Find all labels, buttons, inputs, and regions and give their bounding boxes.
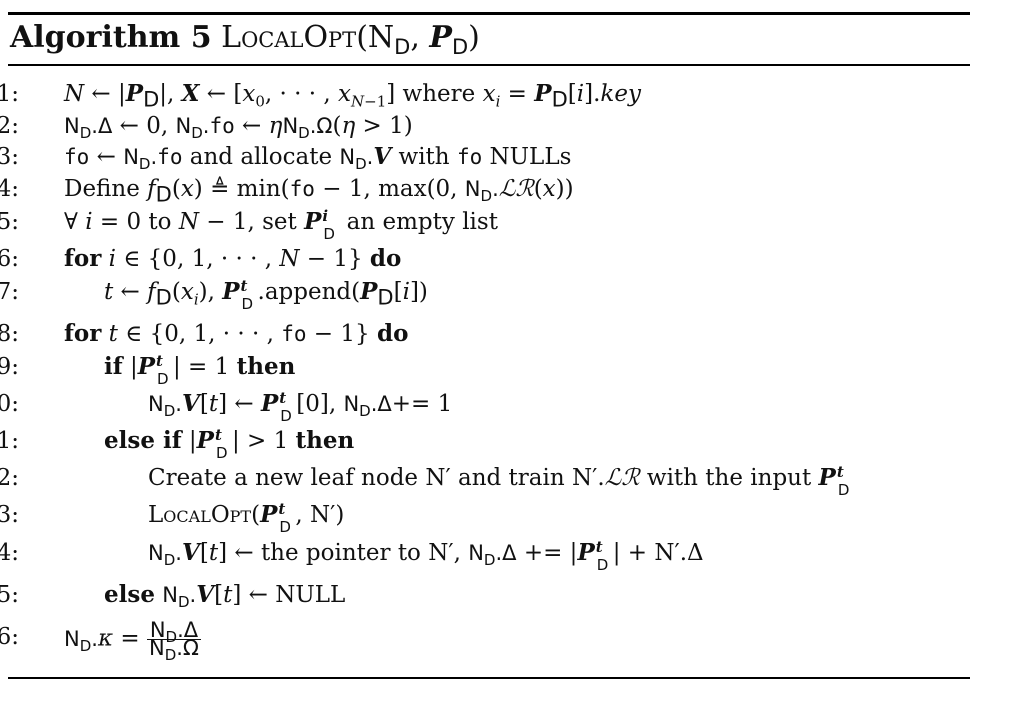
to-text: to xyxy=(148,209,172,235)
algo-line-4: 4: Define fD(x) ≜ min(fo − 1, max(0, ND.… xyxy=(0,174,1000,210)
then-keyword: then xyxy=(236,353,296,380)
line-code: else ND.V[t] ← NULL xyxy=(104,581,346,612)
algo-line-11: 11: else if |PtD| > 1 then xyxy=(0,426,1000,462)
algorithm-title: Algorithm 5 LocalOpt(ND, PD) xyxy=(10,18,480,58)
do-keyword: do xyxy=(369,245,402,272)
for-keyword: for xyxy=(64,320,102,347)
top-rule xyxy=(8,12,970,15)
where-keyword: where xyxy=(402,81,476,107)
algo-line-10: 10: ND.V[t] ← PtD[0], ND.Δ+= 1 xyxy=(0,389,1000,425)
line-number: 5: xyxy=(0,209,19,235)
line-number: 16: xyxy=(0,624,19,650)
create-leaf-text: Create a new leaf node N′ and train N′. xyxy=(148,465,605,491)
algorithm-label: Algorithm 5 xyxy=(10,20,212,55)
line-code: for i ∈ {0, 1, · · · , N − 1} do xyxy=(64,245,402,272)
line-number: 12: xyxy=(0,465,19,491)
algorithm-args: (ND, PD) xyxy=(356,20,480,59)
bottom-rule xyxy=(8,677,970,679)
algo-line-2: 2: ND.Δ ← 0, ND.fo ← ηND.Ω(η > 1) xyxy=(0,111,1000,147)
algo-line-16: 16: ND.κ = ND.ΔND.Ω xyxy=(0,618,1000,666)
line-number: 14: xyxy=(0,540,19,566)
line-code: Define fD(x) ≜ min(fo − 1, max(0, ND.ℒℛ(… xyxy=(64,176,574,207)
define-text: Define xyxy=(64,176,140,202)
for-keyword: for xyxy=(64,245,102,272)
and-allocate-text: and allocate xyxy=(189,144,333,170)
algo-line-6: 6: for i ∈ {0, 1, · · · , N − 1} do xyxy=(0,244,1000,280)
line-number: 3: xyxy=(0,144,19,170)
algo-line-15: 15: else ND.V[t] ← NULL xyxy=(0,580,1000,616)
line-code: Create a new leaf node N′ and train N′.ℒ… xyxy=(148,463,850,499)
line-code: ND.Δ ← 0, ND.fo ← ηND.Ω(η > 1) xyxy=(64,113,413,143)
if-keyword: if xyxy=(104,353,123,380)
nulls-text: NULLs xyxy=(489,144,572,170)
algo-line-3: 3: fo ← ND.fo and allocate ND.V with fo … xyxy=(0,142,1000,178)
header-rule xyxy=(8,64,970,66)
algorithm-name: LocalOpt xyxy=(221,20,357,55)
line-number: 8: xyxy=(0,321,19,347)
algo-line-8: 8: for t ∈ {0, 1, · · · , fo − 1} do xyxy=(0,319,1000,355)
do-keyword: do xyxy=(376,320,409,347)
empty-list-text: an empty list xyxy=(346,209,498,235)
with-text: with xyxy=(398,144,450,170)
else-keyword: else xyxy=(104,581,155,608)
append-text: .append( xyxy=(257,279,361,305)
line-number: 10: xyxy=(0,391,19,417)
line-number: 6: xyxy=(0,246,19,272)
pointer-text: the pointer to N′, xyxy=(260,540,461,566)
line-code: for t ∈ {0, 1, · · · , fo − 1} do xyxy=(64,320,409,347)
line-number: 11: xyxy=(0,428,19,454)
else-if-keyword: else if xyxy=(104,427,182,454)
line-code: fo ← ND.fo and allocate ND.V with fo NUL… xyxy=(64,143,572,174)
algo-line-13: 13: LocalOpt(PtD, N′) xyxy=(0,500,1000,536)
set-text: , set xyxy=(247,209,297,235)
line-number: 2: xyxy=(0,113,19,139)
localopt-call: LocalOpt xyxy=(148,502,252,528)
then-keyword: then xyxy=(295,427,355,454)
line-code: N ← |PD|, X ← [x0, · · · , xN−1] where x… xyxy=(64,80,641,112)
algo-line-12: 12: Create a new leaf node N′ and train … xyxy=(0,463,1000,499)
line-number: 15: xyxy=(0,582,19,608)
line-number: 1: xyxy=(0,81,19,107)
line-number: 9: xyxy=(0,354,19,380)
null-text: NULL xyxy=(275,582,346,608)
line-number: 7: xyxy=(0,279,19,305)
line-number: 4: xyxy=(0,176,19,202)
line-number: 13: xyxy=(0,502,19,528)
algo-line-14: 14: ND.V[t] ← the pointer to N′, ND.Δ +=… xyxy=(0,538,1000,574)
with-input-text: with the input xyxy=(646,465,812,491)
algo-line-1: 1: N ← |PD|, X ← [x0, · · · , xN−1] wher… xyxy=(0,79,1000,115)
